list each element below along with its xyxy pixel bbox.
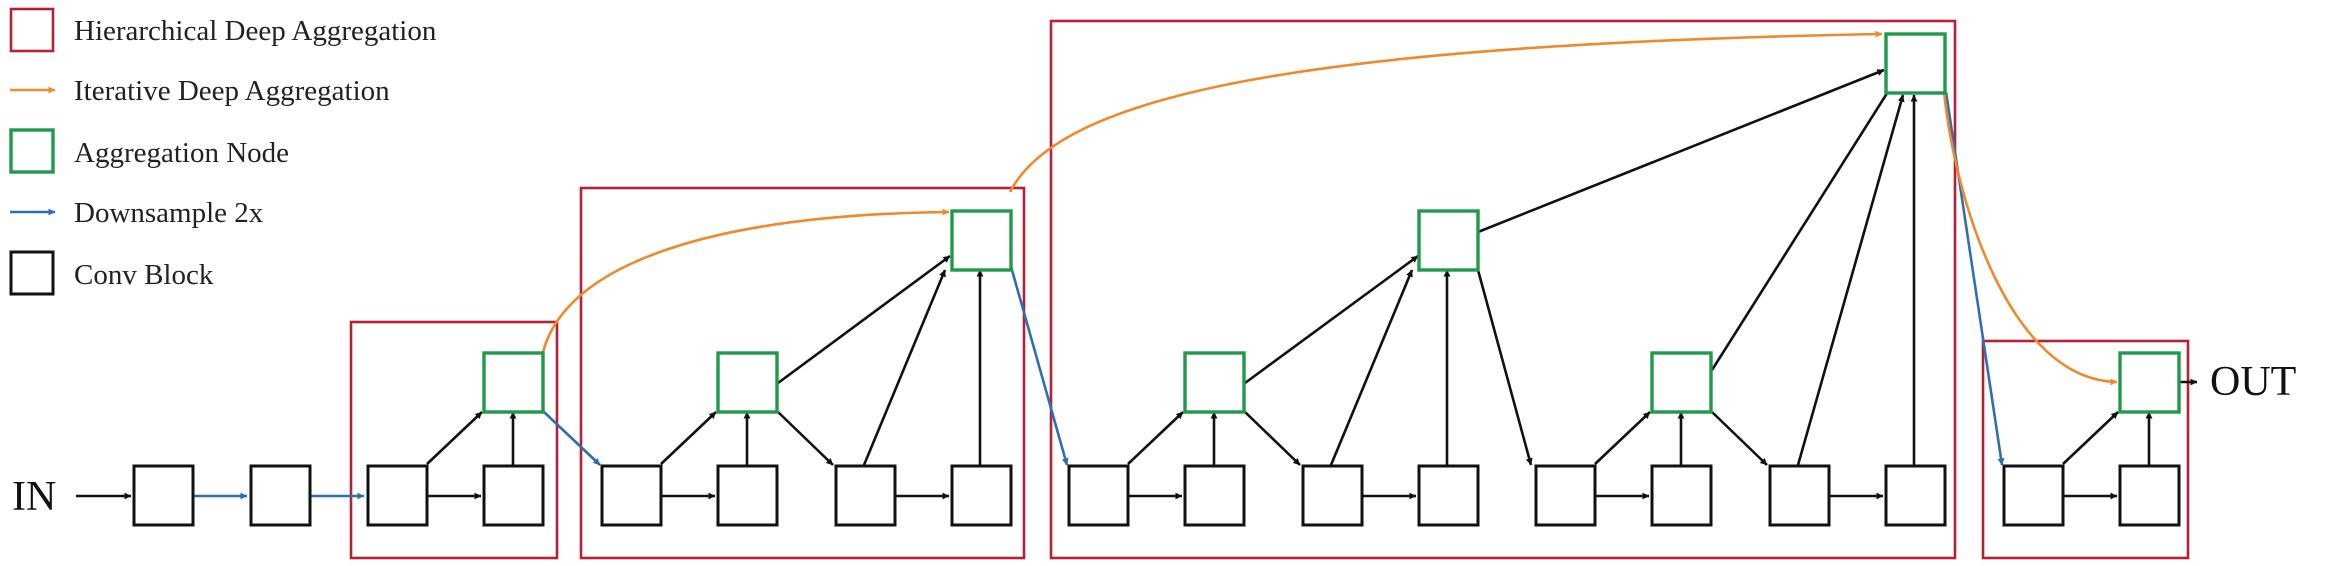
aggregation-node	[1884, 32, 1947, 95]
conv-block	[716, 464, 779, 527]
conv-block	[834, 464, 897, 527]
legend-label-agg: Aggregation Node	[74, 137, 289, 169]
conv-block	[950, 464, 1013, 527]
conv-block	[1534, 464, 1597, 527]
edge-down	[543, 411, 601, 466]
edge	[1711, 411, 1768, 466]
legend-item-ida: Iterative Deep Aggregation	[10, 75, 390, 107]
green-square-icon	[9, 128, 55, 174]
aggregation-node	[482, 351, 545, 414]
edge	[1329, 269, 1414, 466]
edge	[1594, 411, 1651, 465]
conv-block	[482, 464, 545, 527]
edge	[777, 411, 834, 466]
legend-label-conv: Conv Block	[74, 259, 214, 291]
edge	[1476, 269, 1533, 466]
aggregation-node	[950, 209, 1013, 272]
conv-block	[1067, 464, 1130, 527]
edges	[76, 68, 2198, 500]
conv-block	[366, 464, 429, 527]
legend-item-agg: Aggregation Node	[9, 128, 289, 174]
hda-frames	[349, 19, 2190, 560]
conv-block	[1183, 464, 1246, 527]
edge-down	[1944, 91, 2005, 466]
hda-frame-3	[1049, 19, 1957, 560]
legend: Hierarchical Deep Aggregation Iterative …	[9, 7, 437, 296]
legend-item-down: Downsample 2x	[10, 197, 264, 229]
edge	[426, 411, 483, 465]
hda-frame-4	[1981, 339, 2190, 560]
conv-block	[1417, 464, 1480, 527]
aggregation-node	[1183, 351, 1246, 414]
conv-block	[132, 464, 195, 527]
legend-label-hda: Hierarchical Deep Aggregation	[74, 15, 437, 47]
legend-label-down: Downsample 2x	[74, 197, 264, 229]
edge	[2062, 411, 2119, 465]
ida-edge-1	[541, 208, 950, 353]
edge	[1477, 68, 1885, 234]
edge	[1244, 254, 1419, 385]
aggregation-node	[1417, 209, 1480, 272]
aggregation-node	[2118, 351, 2181, 414]
conv-block	[1301, 464, 1364, 527]
aggregation-node	[1650, 351, 1713, 414]
legend-label-ida: Iterative Deep Aggregation	[74, 75, 390, 107]
conv-block	[2118, 464, 2181, 527]
output-label: OUT	[2210, 359, 2296, 405]
conv-blocks	[132, 464, 2181, 527]
ida-edge-2	[1008, 30, 1883, 193]
hda-frame-1	[349, 320, 559, 560]
conv-block	[1650, 464, 1713, 527]
edge	[660, 411, 717, 465]
conv-block	[600, 464, 663, 527]
conv-block	[1884, 464, 1947, 527]
hda-frame-2	[579, 186, 1026, 560]
legend-item-hda: Hierarchical Deep Aggregation	[9, 7, 437, 53]
edge-down	[1008, 262, 1069, 466]
ida-edges	[541, 30, 2118, 386]
ida-edge-3	[1942, 91, 2118, 386]
edge	[862, 269, 947, 466]
aggregation-node	[716, 351, 779, 414]
edge	[1710, 86, 1893, 371]
edge	[1796, 94, 1905, 466]
edge	[777, 254, 951, 385]
conv-block	[2002, 464, 2065, 527]
conv-block	[249, 464, 312, 527]
input-label: IN	[12, 474, 56, 520]
aggregation-nodes	[482, 32, 2181, 414]
red-square-icon	[9, 7, 55, 53]
black-square-icon	[9, 250, 55, 296]
edge	[1127, 411, 1184, 465]
edge	[1244, 411, 1301, 466]
legend-item-conv: Conv Block	[9, 250, 214, 296]
conv-block	[1768, 464, 1831, 527]
